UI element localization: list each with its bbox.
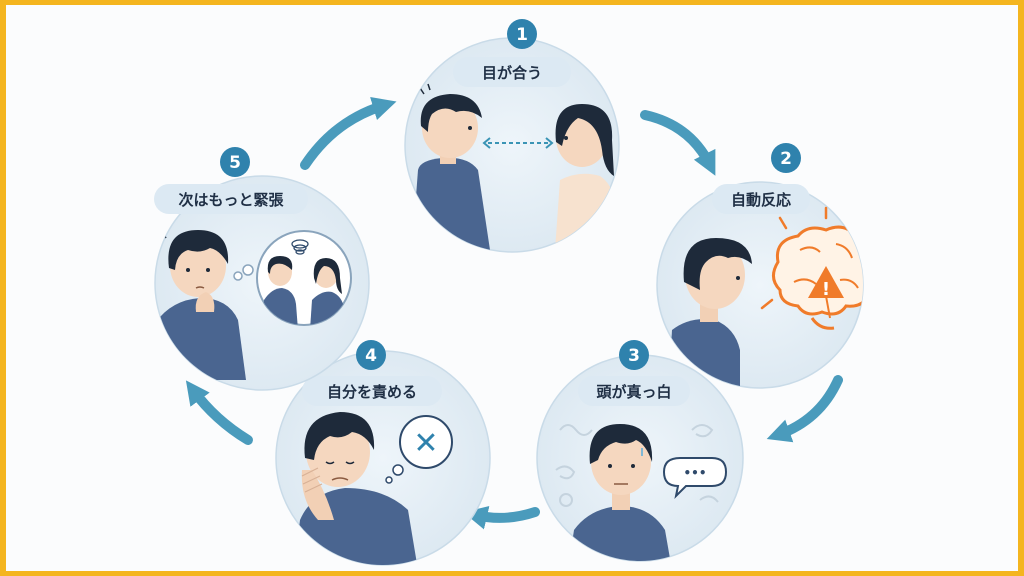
step-label: 自動反応 xyxy=(731,191,791,209)
caption-bg xyxy=(712,184,810,214)
diagram-frame: 目が合う 1 ! xyxy=(6,5,1018,571)
caption-bg xyxy=(453,57,571,87)
alert-rays xyxy=(760,206,828,310)
step-label: 自分を責める xyxy=(327,383,417,401)
caption-bg xyxy=(154,184,308,214)
step-label: 次はもっと緊張 xyxy=(178,191,284,209)
step-label: 目が合う xyxy=(482,64,542,82)
step-5: 次はもっと緊張 5 xyxy=(154,147,370,391)
brain-alert-icon: ! xyxy=(772,225,863,330)
step-number: 1 xyxy=(516,25,528,45)
imagined-scene-bubble xyxy=(256,230,352,326)
step-number-badge xyxy=(220,147,250,177)
cross-icon: ✕ xyxy=(413,426,438,461)
arrow-4-to-5 xyxy=(185,380,253,445)
cycle-diagram: 目が合う 1 ! xyxy=(154,19,864,566)
step-label: 頭が真っ白 xyxy=(596,383,671,401)
caption-bg xyxy=(302,376,442,406)
step-4: ✕ 自分を責める 4 xyxy=(275,340,491,566)
step-1: 目が合う 1 xyxy=(404,19,620,253)
arrow-5-to-1 xyxy=(300,96,397,170)
step-2: ! 自動反応 2 xyxy=(656,143,864,389)
step-number-badge xyxy=(507,19,537,49)
arrow-2-to-3 xyxy=(766,375,843,443)
step-number-badge xyxy=(619,340,649,370)
step-number: 3 xyxy=(628,346,640,366)
step-number: 5 xyxy=(229,153,241,173)
caption-bg xyxy=(578,376,690,406)
arrow-1-to-2 xyxy=(640,110,716,176)
step-number: 2 xyxy=(780,149,792,169)
thought-dots: ••• xyxy=(683,466,706,480)
step-number: 4 xyxy=(365,346,377,366)
step-number-badge xyxy=(771,143,801,173)
cross-thought-bubble: ✕ xyxy=(385,415,453,484)
arrow-3-to-4 xyxy=(463,506,540,530)
warning-mark: ! xyxy=(822,279,830,300)
speech-bubble-icon: ••• xyxy=(662,457,728,500)
step-number-badge xyxy=(356,340,386,370)
